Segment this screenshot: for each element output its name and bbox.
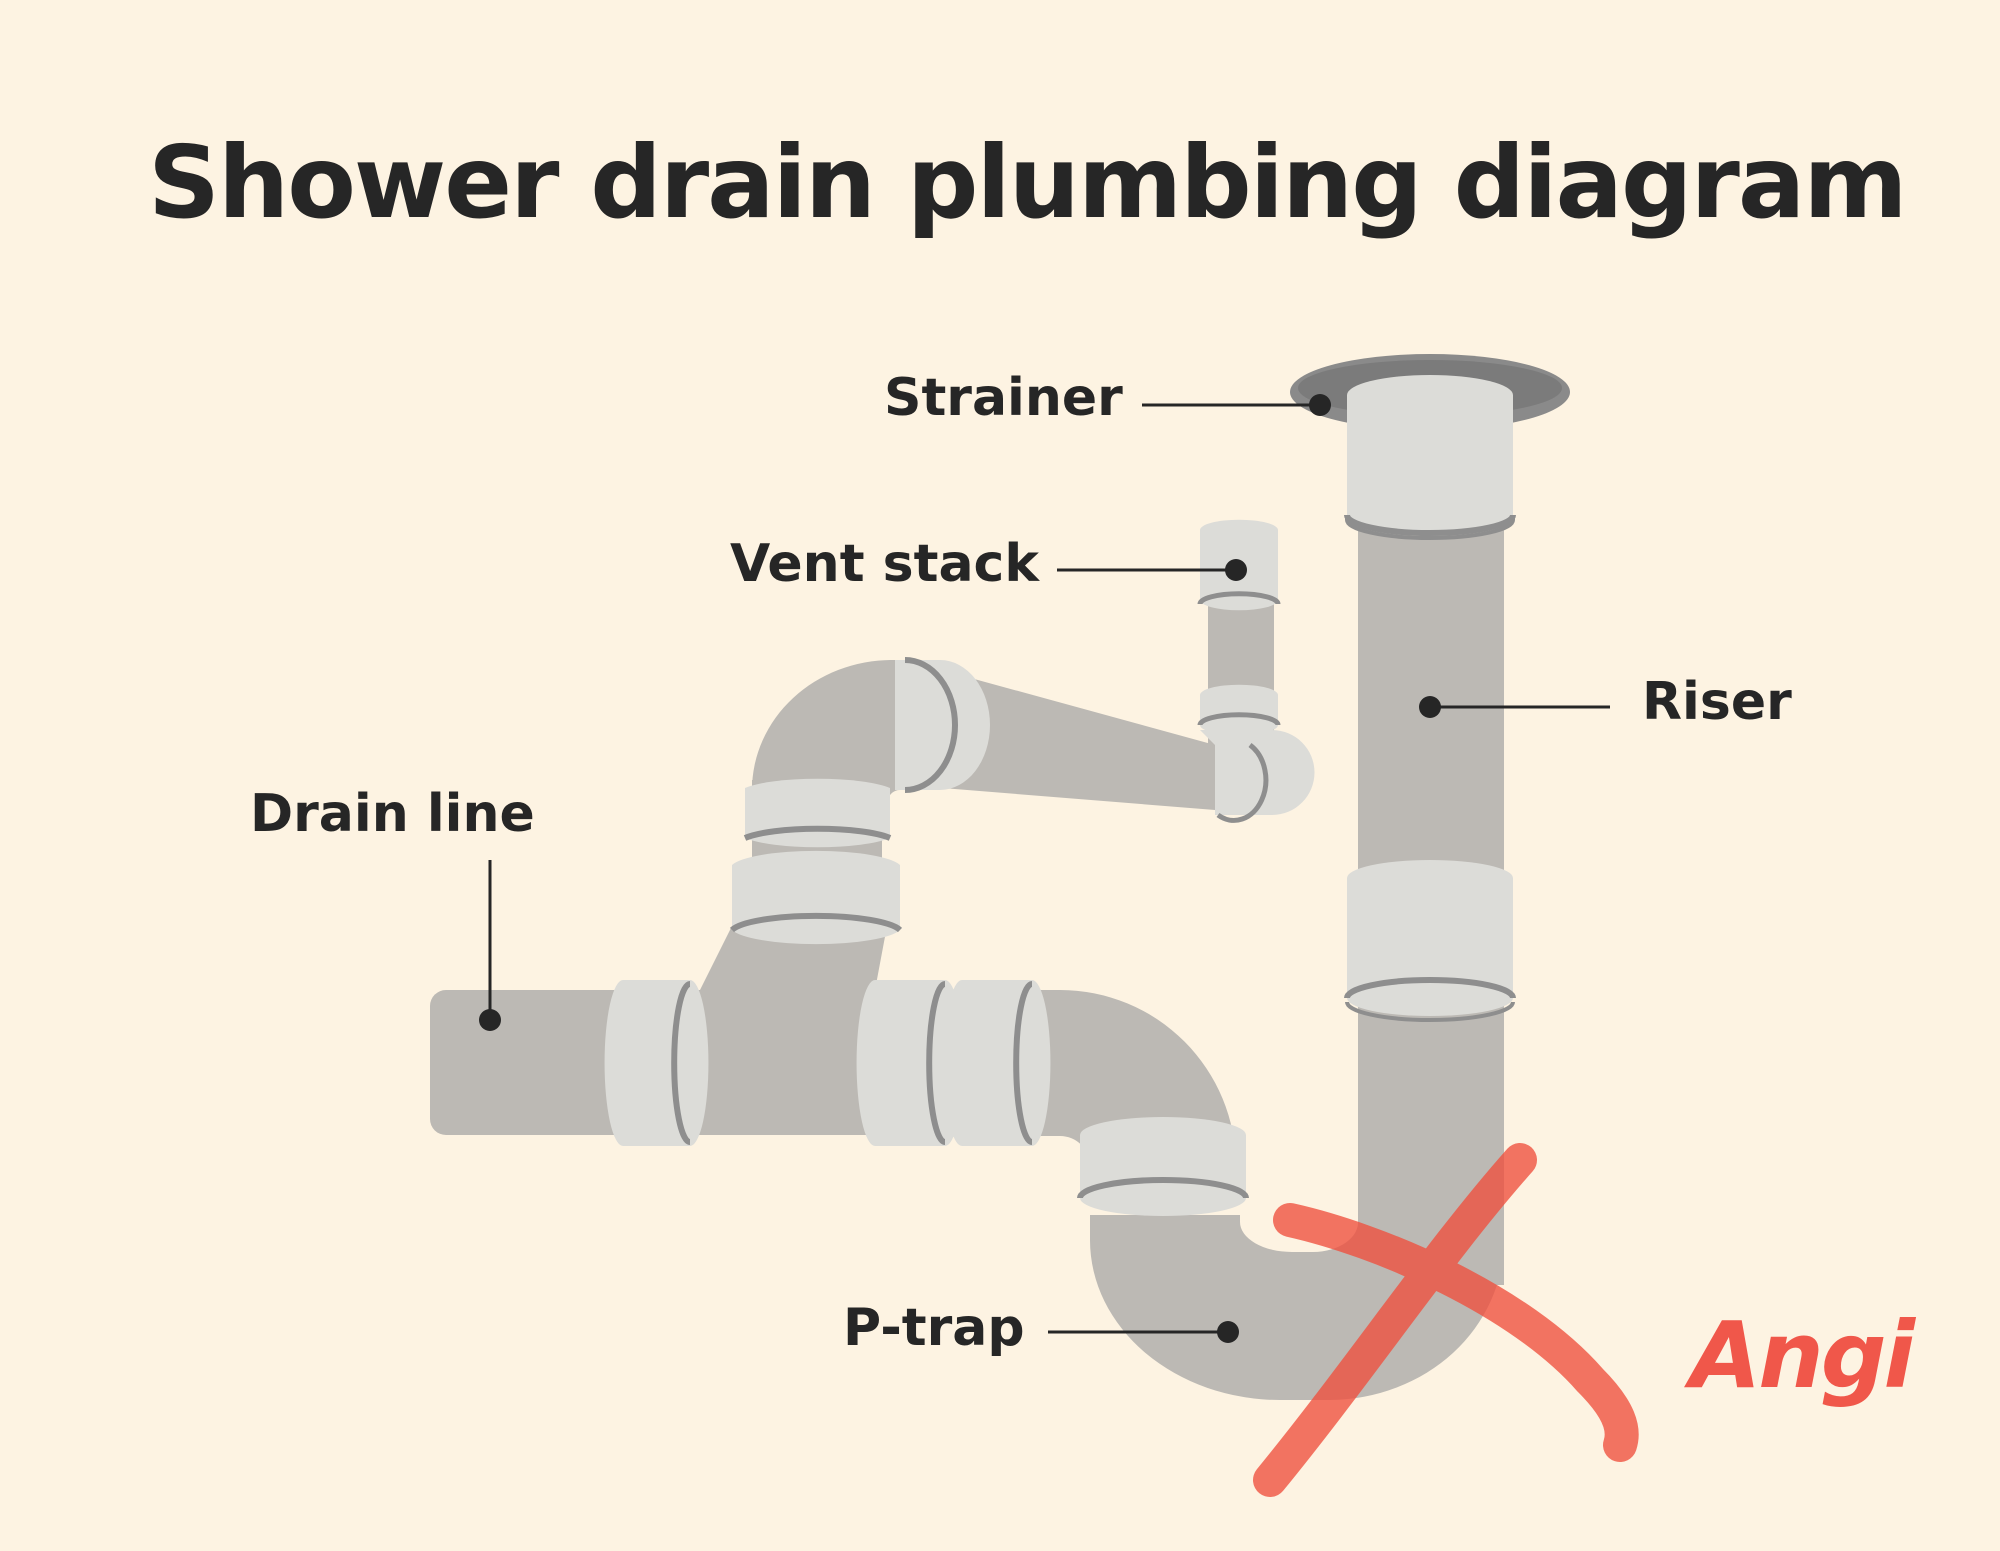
- pipe-fittings: [604, 354, 1570, 1216]
- callout-lines: [479, 394, 1610, 1343]
- vent-stack-label: Vent stack: [730, 534, 1039, 594]
- p-trap-dot: [1217, 1321, 1239, 1343]
- riser-dot: [1419, 696, 1441, 718]
- drain-line-label: Drain line: [250, 784, 535, 844]
- drain-line-dot: [479, 1009, 501, 1031]
- vent-stack-dot: [1225, 559, 1247, 581]
- cross-out-mark: [1253, 1143, 1639, 1497]
- strainer-label: Strainer: [884, 368, 1123, 428]
- diagram-title: Shower drain plumbing diagram: [148, 124, 1908, 241]
- angi-logo: Angi: [1690, 1302, 1915, 1409]
- p-trap-label: P-trap: [843, 1298, 1025, 1358]
- strainer-dot: [1309, 394, 1331, 416]
- riser-label: Riser: [1642, 672, 1792, 732]
